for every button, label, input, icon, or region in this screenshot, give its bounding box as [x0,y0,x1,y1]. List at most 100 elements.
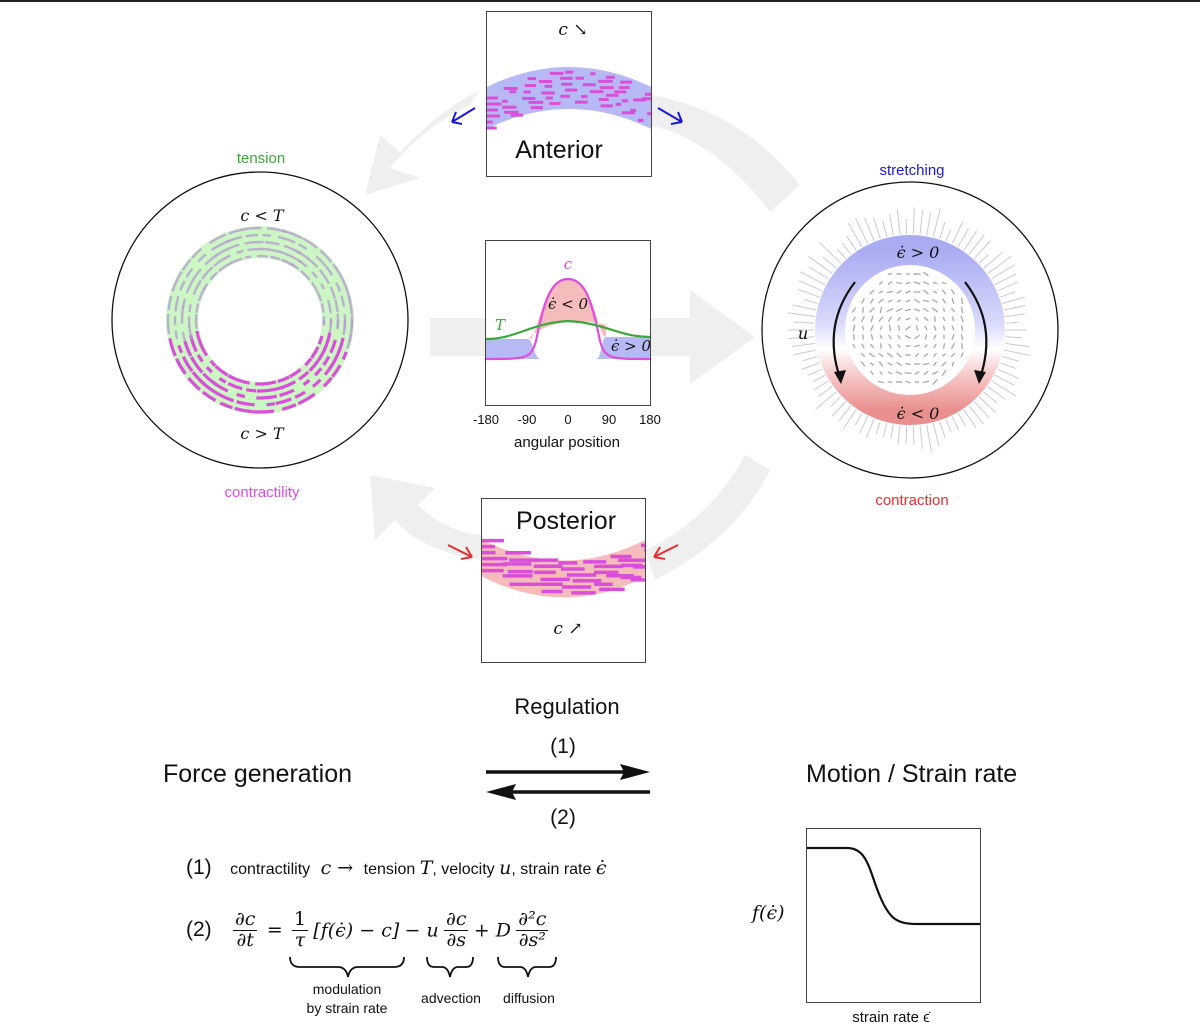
filament [181,355,194,373]
eq2-advection: ∂c∂s [444,909,469,951]
filament [244,255,252,259]
flow-vector [934,316,936,322]
right-ring [761,181,1059,479]
spike [997,281,1019,292]
spike [802,355,818,362]
filament [171,270,183,292]
flow-arrow-left [832,281,856,379]
filament [316,291,323,302]
spike [1000,362,1016,369]
flow-vector [896,289,902,295]
filament [247,247,261,252]
filament [260,247,275,252]
eq2-lhs-num: ∂c [232,908,258,931]
f-plot-ylabel: f(ϵ̇) [752,902,785,924]
filament [281,229,303,240]
filament [346,334,352,350]
spike [945,418,952,433]
flow-vector [860,315,866,323]
brace-advection [426,956,474,978]
stretching-label: stretching [879,162,945,179]
flow-vector [887,371,893,375]
flow-vector [869,370,875,376]
eq2-diffusion: ∂²c∂s² [516,909,549,951]
flow-vector [960,306,964,314]
flow-vector [879,306,883,314]
spike [987,386,1006,400]
spike [978,254,989,264]
filament [311,281,319,293]
flow-vector [914,344,920,348]
filament [209,271,219,281]
filament [319,249,333,263]
filament [311,378,322,388]
center-xtick-0: -180 [472,412,500,427]
spike [822,256,837,269]
posterior-band [482,538,645,598]
filament [202,372,218,387]
flow-vector [905,299,911,303]
filament [343,314,347,330]
anterior-arrows [451,107,683,125]
left-ring [111,171,409,469]
filament [266,402,276,407]
filament [236,392,246,399]
filament [340,295,346,307]
spike [919,210,924,235]
eq1-eps: ϵ̇ [595,857,607,879]
spike [882,220,888,237]
filament [322,376,333,388]
filament [307,257,319,268]
flow-vector [915,316,919,322]
c-greater-than-T: c > T [240,424,284,443]
brace-modulation [289,956,405,978]
filament [196,354,204,363]
flow-vector [933,343,937,349]
spike [983,252,1003,269]
eq2-lhs: ∂c∂t [232,908,258,951]
c-curve [486,277,650,361]
flow-vector [878,290,884,294]
spike [836,248,847,259]
flow-vector [923,307,929,313]
spike [864,217,875,242]
filament [304,357,313,367]
contractility-label: contractility [224,484,300,501]
filament [302,379,311,387]
T-curve [486,319,650,341]
filament [297,392,316,406]
right-ring-flow-field [851,271,964,385]
left-ring-filaments [166,226,354,414]
flow-vector [950,342,956,350]
filament [167,295,173,311]
spike [815,391,837,410]
eq1-c-arrow: c → [320,857,354,879]
flow-vector [950,289,956,295]
filament [252,409,275,414]
spike [846,235,857,251]
flow-vector [924,344,928,348]
filament [300,269,311,281]
flow-vector [933,325,937,331]
spike [968,234,985,255]
flow-vector [960,352,964,358]
center-neg-label: ϵ̇ < 0 [547,295,589,313]
spike [1003,304,1026,311]
spike [873,217,881,239]
spike [951,220,964,244]
flow-vector [860,352,866,358]
flow-vector [852,316,856,322]
flow-vector [896,299,902,303]
filament [192,279,203,296]
flow-vector [932,298,938,304]
flow-vector [870,315,874,323]
eq2-tau-den: τ [294,928,306,951]
spike [1002,355,1020,362]
arrow2-label: (2) [550,806,576,829]
spike [800,271,826,286]
flow-vector [923,316,929,322]
filament [225,235,243,244]
flow-vector [852,324,856,332]
filament [329,286,337,300]
